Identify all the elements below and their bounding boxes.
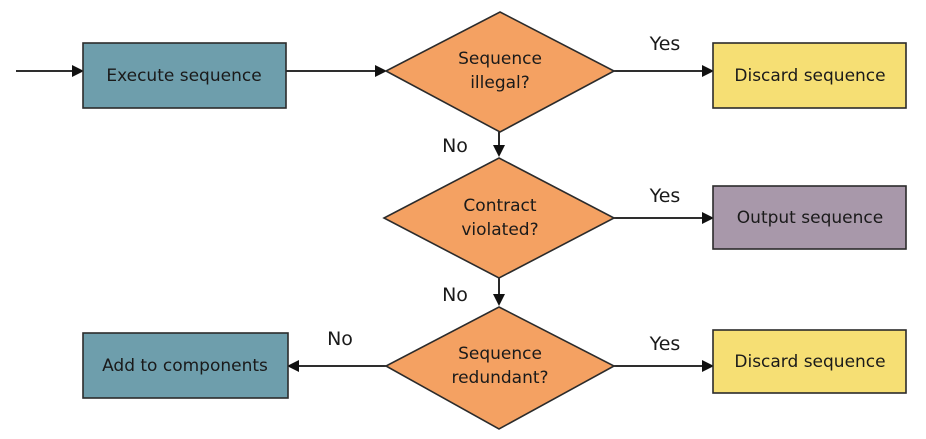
sequence-illegal-label-1: Sequence [458, 49, 542, 69]
illegal-yes-label: Yes [649, 33, 681, 55]
add-to-components-label: Add to components [102, 356, 268, 376]
add-to-components-box [82, 332, 289, 399]
redundant-yes-label: Yes [649, 333, 681, 355]
violated-yes-label: Yes [649, 185, 681, 207]
violated-no-label: No [442, 284, 468, 306]
sequence-redundant-label-1: Sequence [458, 344, 542, 364]
contract-violated-diamond [382, 157, 616, 279]
execute-sequence-label: Execute sequence [106, 66, 261, 86]
contract-violated-label-1: Contract [463, 196, 536, 216]
discard-sequence-box-bottom [712, 329, 907, 394]
contract-violated-label-2: violated? [461, 220, 538, 240]
discard-sequence-box-top [712, 42, 907, 109]
discard-sequence-label-bottom: Discard sequence [734, 352, 885, 372]
sequence-illegal-label-2: illegal? [470, 73, 530, 93]
redundant-no-label: No [327, 328, 353, 350]
sequence-illegal-diamond [384, 11, 616, 133]
sequence-redundant-diamond [384, 306, 616, 430]
output-sequence-box [712, 185, 907, 250]
output-sequence-label: Output sequence [737, 208, 883, 228]
execute-sequence-box [82, 42, 287, 109]
illegal-no-label: No [442, 135, 468, 157]
discard-sequence-label-top: Discard sequence [734, 66, 885, 86]
sequence-redundant-label-2: redundant? [451, 368, 548, 388]
